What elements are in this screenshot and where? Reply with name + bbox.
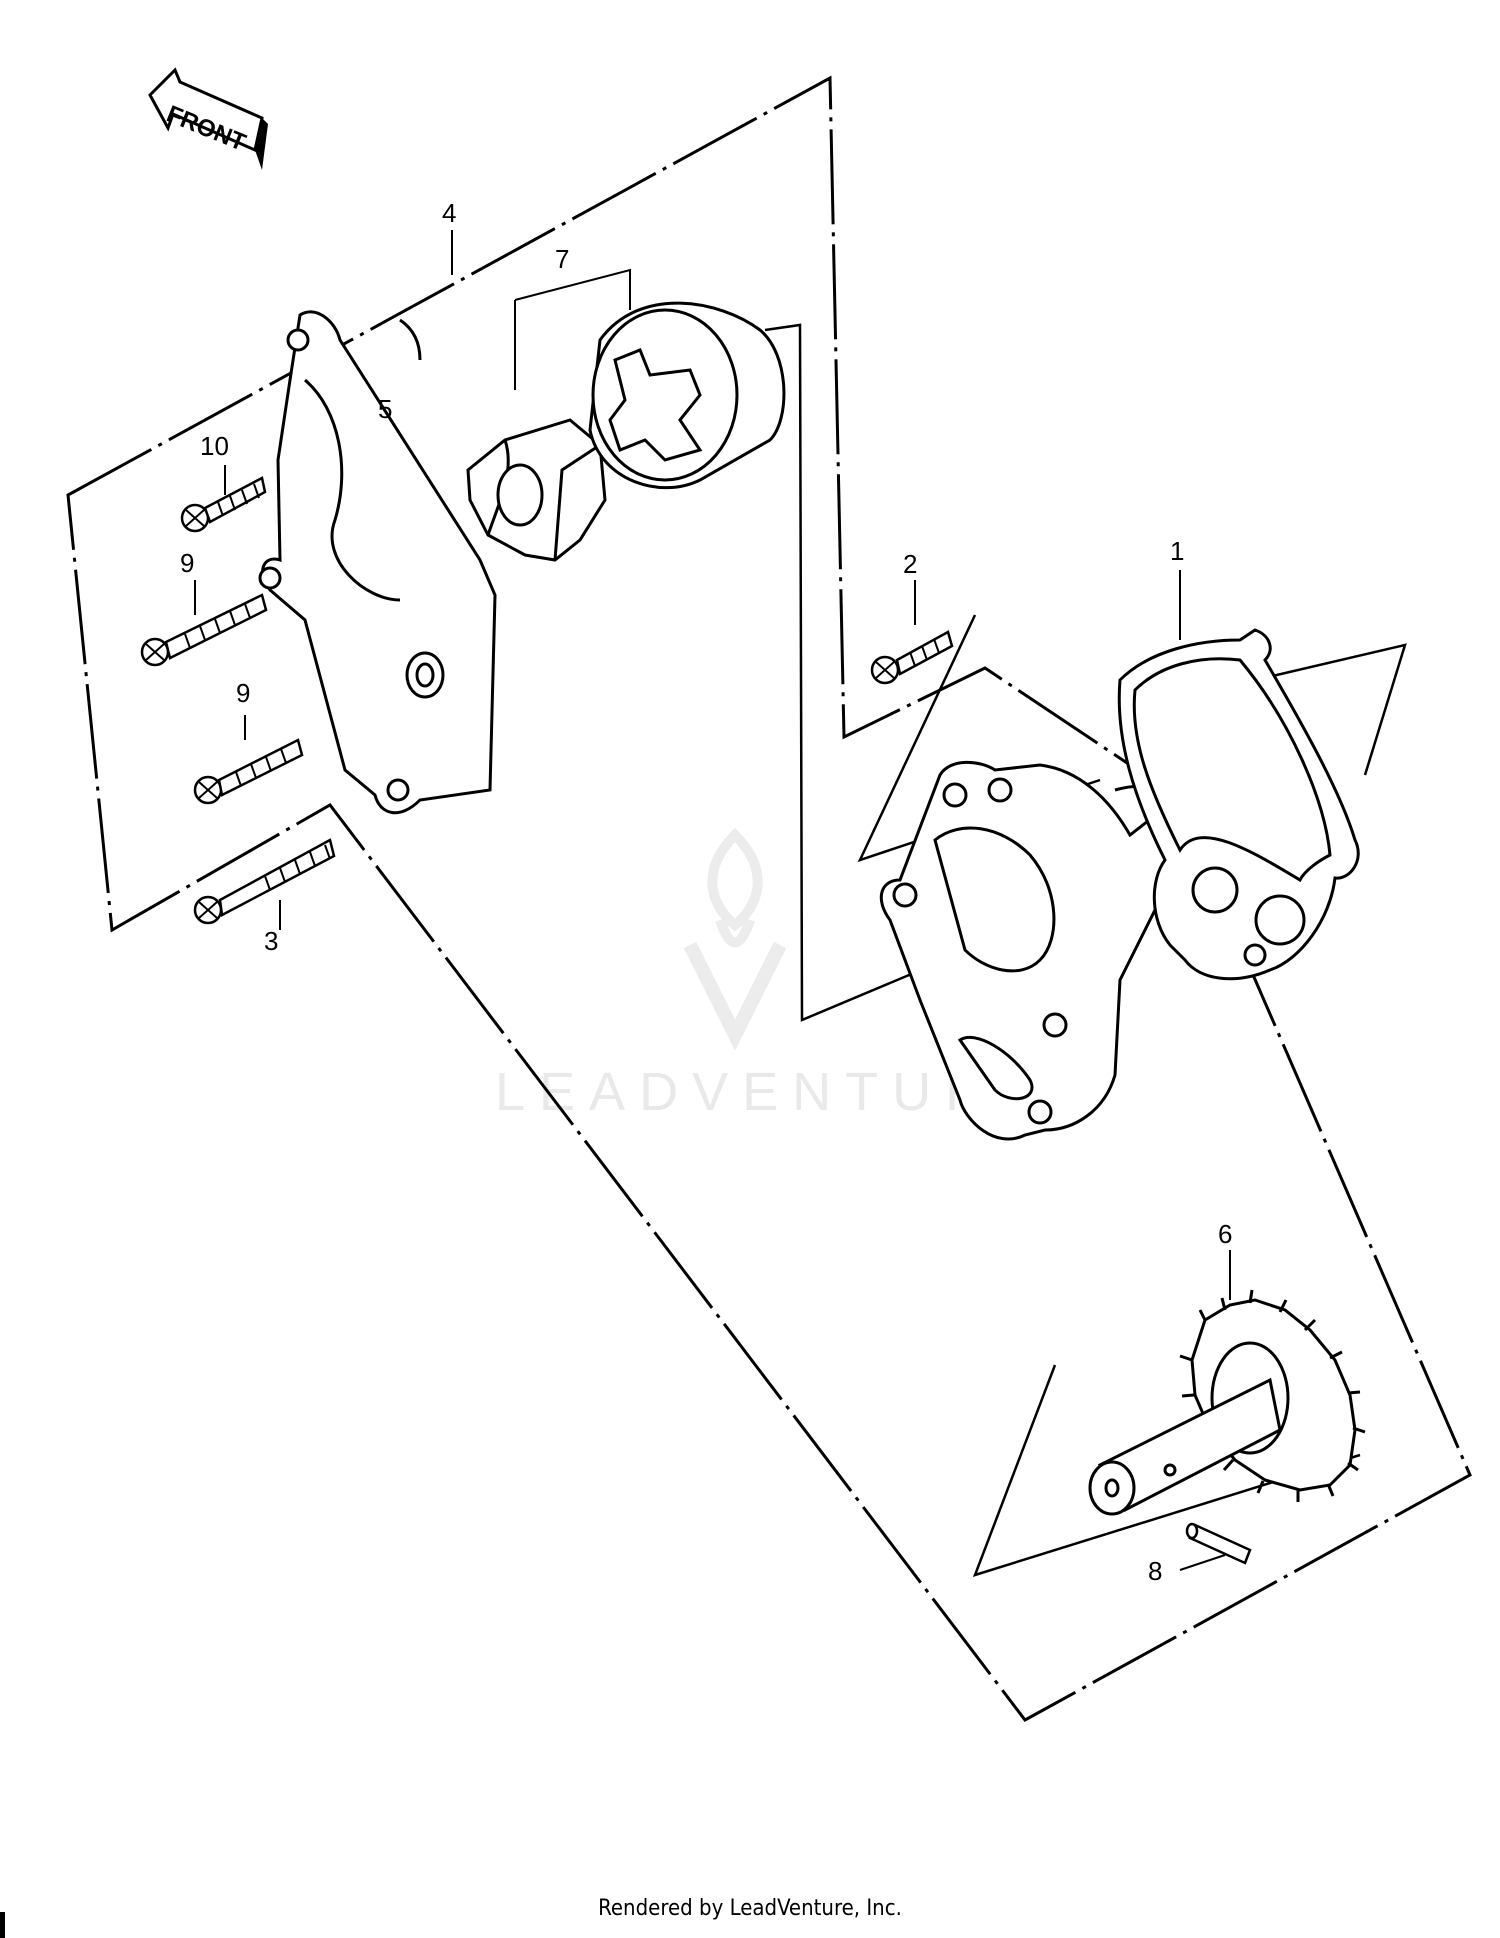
screw-10 (180, 476, 267, 533)
callout-9-lower: 9 (236, 678, 250, 708)
callout-4: 4 (442, 198, 456, 228)
watermark: LEADVENTURE (495, 827, 1048, 1122)
drive-gear-6 (1088, 1289, 1366, 1516)
callout-9-upper: 9 (180, 548, 194, 578)
pump-cover-5 (258, 310, 497, 815)
screw-9-upper (140, 593, 268, 667)
callout-5: 5 (378, 394, 392, 424)
watermark-v-icon (683, 941, 787, 1051)
callout-1: 1 (1170, 536, 1184, 566)
inner-rotor-7 (466, 418, 607, 562)
pump-body (879, 760, 1182, 1141)
callout-3: 3 (264, 926, 278, 956)
footer-credit: Rendered by LeadVenture, Inc. (598, 1896, 902, 1921)
edge-marker (0, 1912, 5, 1938)
callout-labels: 4 7 5 10 9 9 3 2 1 6 8 (180, 198, 1232, 1586)
watermark-flame-icon (707, 827, 763, 948)
screw-3 (193, 838, 336, 925)
callout-10: 10 (200, 431, 229, 461)
outer-rotor-7 (588, 301, 786, 490)
callout-7: 7 (555, 244, 569, 274)
front-arrow: FRONT (148, 67, 268, 170)
leader-lines (194, 230, 1231, 1571)
screw-9-lower (193, 738, 304, 805)
assembly-outline-4 (66, 75, 1472, 1722)
pin-8 (1185, 1522, 1252, 1565)
watermark-text: LEADVENTURE (495, 1062, 1048, 1122)
callout-6: 6 (1218, 1219, 1232, 1249)
gasket-1 (1117, 628, 1360, 981)
screw-2 (870, 630, 954, 685)
callout-8: 8 (1148, 1556, 1162, 1586)
callout-2: 2 (903, 549, 917, 579)
